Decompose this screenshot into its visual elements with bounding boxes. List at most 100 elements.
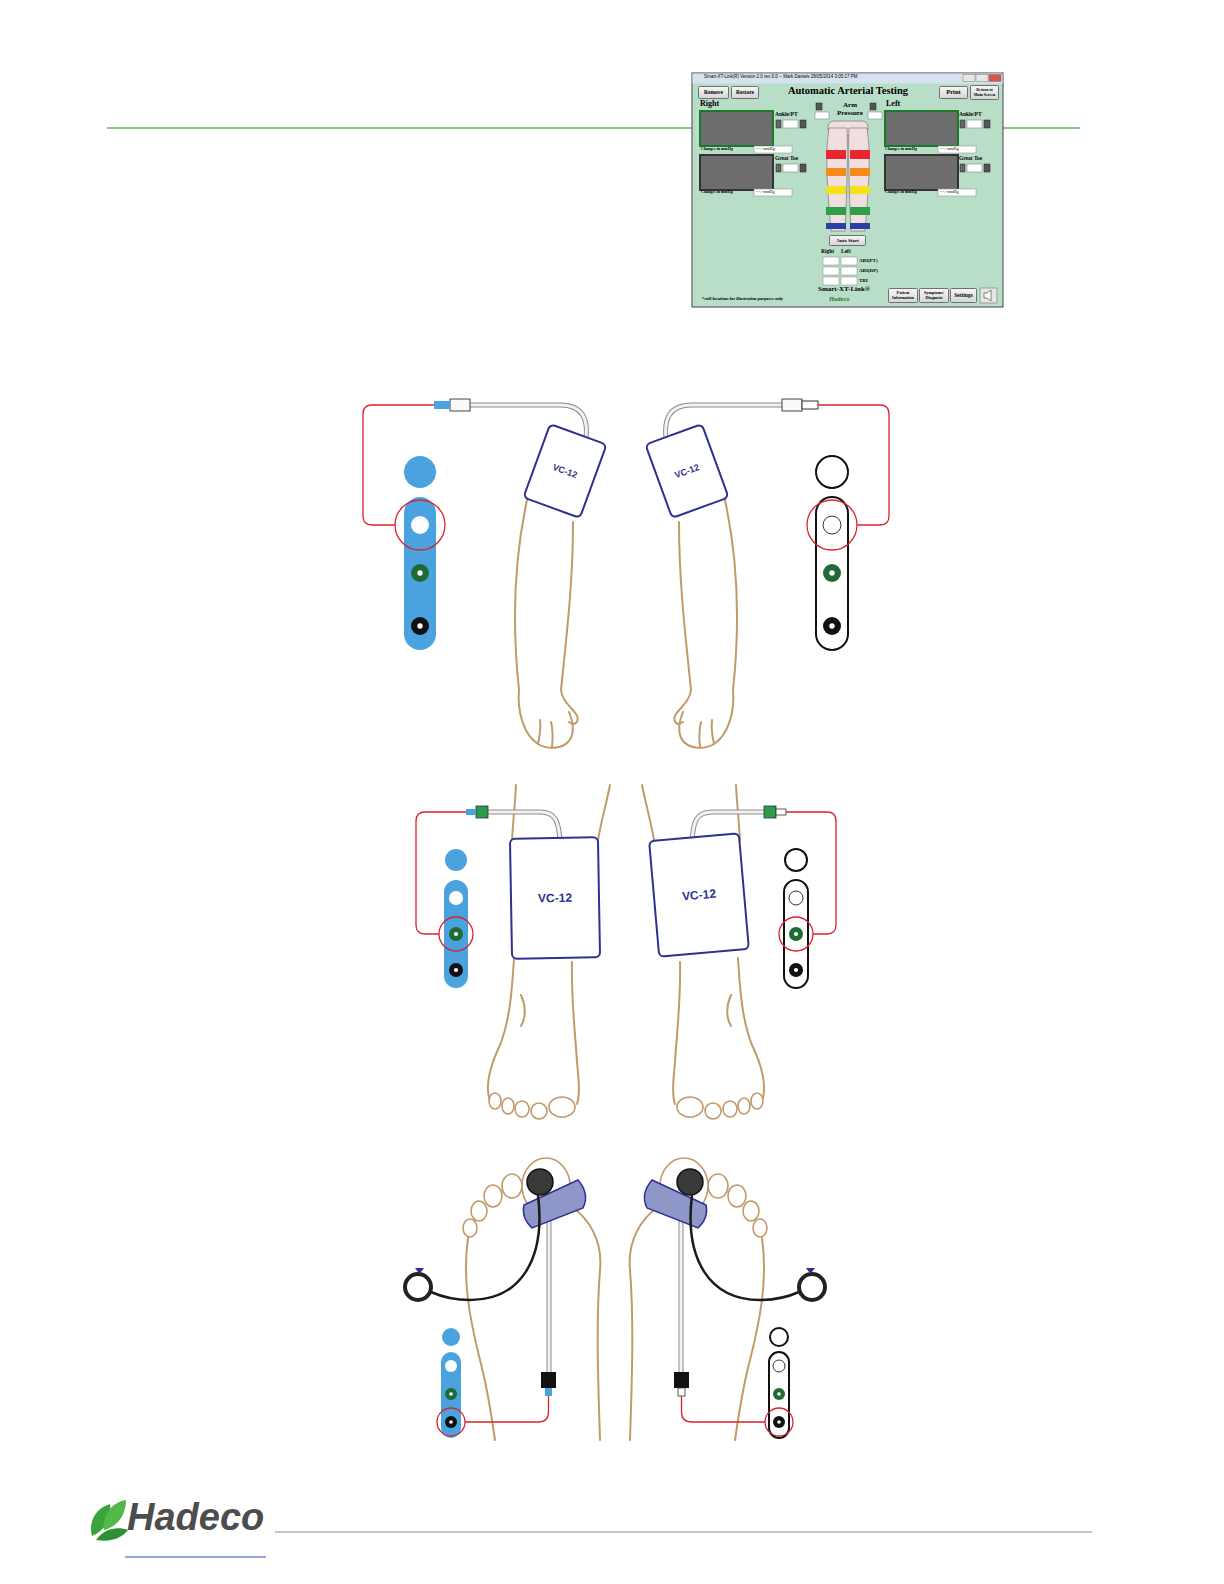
- software-button: Remove: [698, 86, 729, 99]
- lock-icon: [816, 103, 822, 110]
- window-titlebar-text: Smart-XT-Link(R) Version 2.0 rev 0.0 -- …: [704, 75, 858, 80]
- body-outline: [598, 785, 610, 840]
- connection-line: [465, 1396, 549, 1422]
- site-label: Ankle/PT: [959, 111, 982, 117]
- toe-sensor: [527, 1169, 553, 1195]
- socket-black: [773, 1416, 785, 1428]
- socket-white: [445, 1360, 457, 1372]
- mini-cuff: [826, 168, 846, 176]
- button-label: Print: [946, 89, 960, 96]
- socket-green: [449, 927, 463, 941]
- body-outline: [712, 720, 714, 744]
- value-field: [783, 120, 798, 128]
- socket-green-pin: [794, 932, 798, 936]
- body-outline: [630, 1207, 658, 1440]
- left-leg-setup: [642, 785, 836, 1119]
- highlight-ring: [765, 1408, 793, 1436]
- socket-bar: [441, 1352, 461, 1438]
- logo-leaf: [91, 1500, 128, 1541]
- button-label: Return to Main Screen: [972, 88, 997, 96]
- toe-outline: [743, 1201, 759, 1221]
- tube-connector: [450, 399, 470, 411]
- change-field: [938, 146, 976, 153]
- mini-cuff: [826, 150, 846, 159]
- connector-tip: [678, 1388, 685, 1396]
- mini-cuff: [826, 207, 846, 215]
- toe-outline: [471, 1201, 487, 1221]
- field-value: ---.- mmHg: [756, 147, 774, 151]
- socket-black-pin: [794, 968, 798, 972]
- lock-icon: [800, 164, 806, 172]
- toe-sensor: [677, 1169, 703, 1195]
- socket-white: [823, 516, 841, 534]
- body-outline: [561, 690, 578, 724]
- index-label: TBI: [859, 278, 868, 284]
- tube-connector: [541, 1372, 556, 1388]
- body-outline: [572, 1207, 600, 1440]
- body-outline: [551, 722, 553, 747]
- toe-outline: [463, 1219, 477, 1237]
- connector-tip: [545, 1388, 552, 1396]
- button-label: Settings: [954, 293, 973, 299]
- channel-indicator: [442, 1328, 460, 1346]
- reading-display: [700, 155, 773, 190]
- socket-green-pin: [777, 1392, 781, 1396]
- socket-white: [789, 891, 803, 905]
- connector-tip: [434, 401, 450, 409]
- mini-cuff: [826, 223, 846, 229]
- pressure-cuff: VC-12: [522, 423, 608, 519]
- window-control: [963, 75, 975, 82]
- logo-underline: [125, 1557, 266, 1558]
- screen-heading: Automatic Arterial Testing: [788, 85, 908, 97]
- product-name: Smart-XT-Link®: [818, 286, 870, 294]
- lock-icon: [984, 120, 990, 128]
- reading-display: [885, 111, 958, 146]
- change-field: [754, 189, 792, 196]
- socket-bar: [444, 880, 468, 988]
- toe-outline: [502, 1174, 522, 1198]
- side-heading: Left: [886, 100, 900, 109]
- sensor-clip: [799, 1274, 825, 1300]
- button-label: Patient Information: [890, 291, 916, 300]
- socket-bar: [404, 497, 436, 650]
- brand-name: Hadeco: [829, 295, 850, 302]
- cuff-label: VC-12: [551, 462, 578, 480]
- software-button: Restore: [731, 86, 759, 99]
- tube-connector: [674, 1372, 689, 1388]
- mini-leg: [849, 128, 870, 231]
- field-value: ---.- mmHg: [756, 190, 774, 194]
- socket-black: [445, 1416, 457, 1428]
- clip-marker: [415, 1268, 424, 1274]
- socket-black-pin: [829, 623, 834, 628]
- mini-leg: [827, 128, 848, 231]
- right-foot-setup: [405, 1158, 600, 1440]
- socket-black-pin: [454, 968, 458, 972]
- connector-tip: [776, 809, 786, 815]
- tube-connector: [476, 806, 488, 818]
- toe-outline: [753, 1219, 767, 1237]
- trash-icon: [776, 164, 781, 172]
- pressure-cuff: VC-12: [644, 423, 730, 519]
- button-label: Remove: [704, 90, 723, 96]
- channel-indicator: [404, 456, 436, 488]
- connector-tip: [466, 809, 476, 815]
- toe-outline: [515, 1101, 529, 1117]
- tube-connector: [782, 399, 802, 411]
- body-outline: [679, 522, 691, 690]
- footer-rule: [275, 1532, 1092, 1533]
- change-field: [938, 189, 976, 196]
- connector-tip: [802, 401, 818, 409]
- clip-marker: [806, 1268, 815, 1274]
- cuff-label: VC-12: [681, 887, 716, 904]
- cuff-label: VC-12: [673, 462, 700, 480]
- footnote: *cuff locations for illustration purpose…: [702, 297, 783, 302]
- software-button: Return to Main Screen: [970, 85, 999, 100]
- index-field: [841, 267, 857, 275]
- mini-cuff: [850, 207, 870, 215]
- value-field: [967, 164, 982, 172]
- toe-outline: [531, 1103, 547, 1119]
- channel-indicator: [770, 1328, 788, 1346]
- toe-outline: [502, 1098, 514, 1114]
- highlight-ring: [779, 917, 813, 951]
